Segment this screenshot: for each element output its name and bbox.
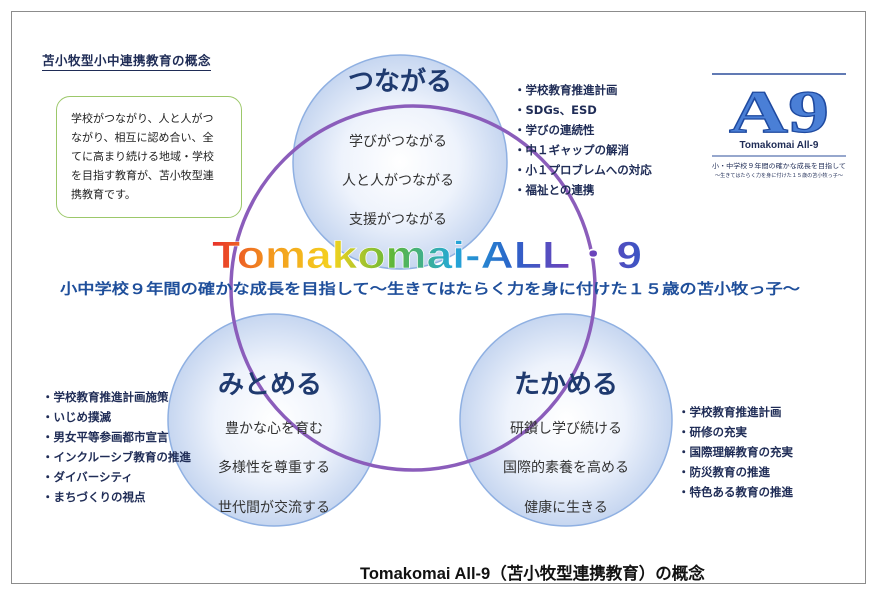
tomakomai-all9-logo: A9 Tomakomai All-9 小・中学校９年間の確かな成長を目指して ～… xyxy=(706,70,852,190)
description-line: を目指す教育が、苫小牧型連 xyxy=(71,169,214,182)
center-subtitle: 小中学校９年間の確かな成長を目指して～生きてはたらく力を身に付けた１５歳の苫小牧… xyxy=(60,280,801,298)
mitomeru-item: 世代間が交流する xyxy=(218,499,330,516)
list-item: ・研修の充実 xyxy=(678,425,747,439)
purple-ring xyxy=(229,104,597,472)
takameru-item: 研鑽し学び続ける xyxy=(510,420,622,437)
circle-title-takameru: たかめる xyxy=(514,370,618,400)
list-item: ・まちづくりの視点 xyxy=(42,490,146,504)
tsunagaru-item: 学びがつながる xyxy=(349,134,447,150)
logo-name: Tomakomai All-9 xyxy=(740,140,819,151)
tsunagaru-item: 人と人がつながる xyxy=(342,173,454,189)
figure-frame: つながる みとめる たかめる 学びがつながる 人と人がつながる 支援がつながる … xyxy=(11,11,866,584)
description-line: ながり、相互に認め合い、全 xyxy=(71,131,214,144)
list-item: ・ダイバーシティ xyxy=(42,470,133,484)
list-item: ・福祉との連携 xyxy=(514,183,595,197)
list-item: ・学校教育推進計画 xyxy=(514,83,618,97)
description-line: 携教育です。 xyxy=(71,188,136,201)
circle-takameru xyxy=(459,313,673,527)
figure-caption: Tomakomai All-9（苫小牧型連携教育）の概念 xyxy=(360,565,705,583)
mitomeru-item: 多様性を尊重する xyxy=(218,459,330,476)
circle-tsunagaru xyxy=(292,54,508,270)
list-item: ・中１ギャップの解消 xyxy=(514,143,629,157)
concept-diagram: つながる みとめる たかめる 学びがつながる 人と人がつながる 支援がつながる … xyxy=(42,54,801,527)
list-item: ・特色ある教育の推進 xyxy=(678,485,793,499)
logo-mark: A9 xyxy=(729,79,829,145)
concept-heading: 苫小牧型小中連携教育の概念 xyxy=(42,50,212,71)
takameru-item: 健康に生きる xyxy=(524,499,608,516)
list-item: ・防災教育の推進 xyxy=(678,465,770,479)
center-title: Tomakomai-ALL・9 xyxy=(212,235,642,277)
tsunagaru-item: 支援がつながる xyxy=(349,212,447,228)
list-item: ・男女平等参画都市宣言 xyxy=(42,430,169,444)
list-item: ・インクルーシブ教育の推進 xyxy=(42,450,191,464)
takameru-item: 国際的素養を高める xyxy=(503,459,629,476)
list-item: ・学びの連続性 xyxy=(514,123,595,137)
list-item: ・学校教育推進計画施策 xyxy=(42,390,169,404)
list-item: ・国際理解教育の充実 xyxy=(678,445,793,459)
circle-title-tsunagaru: つながる xyxy=(348,66,452,97)
list-item: ・小１プロブレムへの対応 xyxy=(514,163,652,177)
circle-title-mitomeru: みとめる xyxy=(218,370,322,400)
circle-mitomeru xyxy=(167,313,381,527)
logo-tagline-sub: ～生きてはたらく力を身に付けた１５歳の苫小牧っ子～ xyxy=(715,172,843,179)
description-box: 学校がつながり、人と人がつ ながり、相互に認め合い、全 てに高まり続ける地域・学… xyxy=(56,96,242,218)
list-item: ・いじめ撲滅 xyxy=(42,410,111,424)
list-item: ・学校教育推進計画 xyxy=(678,405,782,419)
description-line: 学校がつながり、人と人がつ xyxy=(71,112,214,125)
description-line: てに高まり続ける地域・学校 xyxy=(71,150,214,163)
mitomeru-item: 豊かな心を育む xyxy=(225,421,323,437)
list-item: ・SDGs、ESD xyxy=(514,103,597,117)
logo-tagline: 小・中学校９年間の確かな成長を目指して xyxy=(712,161,846,170)
